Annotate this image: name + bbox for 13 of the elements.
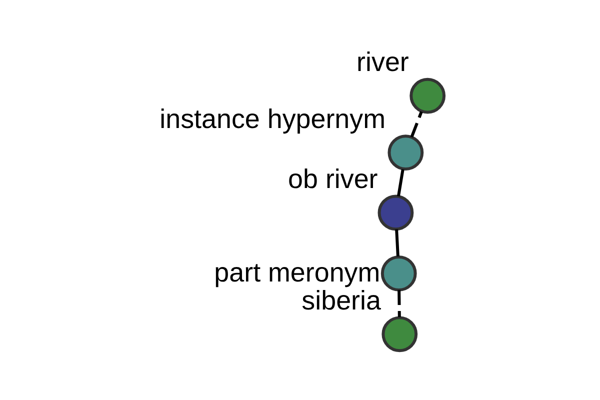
node-label: instance hypernym (160, 104, 386, 134)
node-label: part meronym (214, 258, 380, 288)
connector (410, 111, 423, 138)
node-circle (380, 256, 417, 292)
connector (395, 229, 400, 257)
node-circle (388, 134, 424, 171)
connector (396, 169, 404, 197)
node-label: ob river (288, 164, 378, 194)
node-circle (410, 78, 446, 114)
connector (398, 290, 401, 318)
node-circle (378, 194, 414, 231)
node-circle (382, 316, 418, 352)
node-label: river (356, 46, 409, 77)
